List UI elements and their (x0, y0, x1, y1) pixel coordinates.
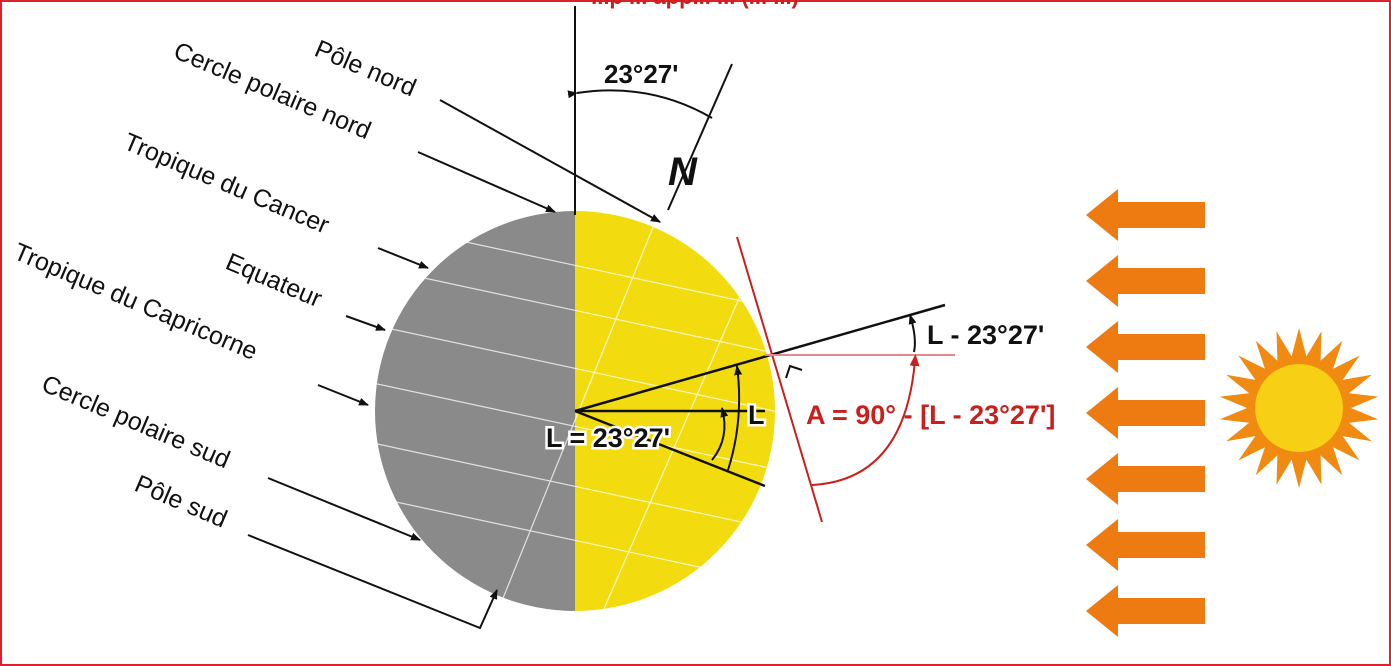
sun-ray-arrow (1086, 255, 1205, 307)
tilt-label: 23°27' (604, 59, 678, 89)
label-equateur: Equateur (222, 248, 326, 313)
latitude-rays (574, 303, 946, 488)
altitude-arc (811, 354, 920, 486)
sun-disc (1255, 364, 1343, 452)
sun-ray-arrow (1086, 189, 1205, 241)
sun-ray-arrow (1086, 321, 1205, 373)
l-minus-tilt-label: L - 23°27' (927, 320, 1044, 350)
sun-ray-arrow (1086, 453, 1205, 505)
label-pole-sud: Pôle sud (131, 470, 232, 534)
right-angle-mark (785, 364, 803, 379)
altitude-formula-label: A = 90° - [L - 23°27'] (806, 400, 1055, 430)
tangent-line (736, 236, 823, 523)
label-tropique-capricorne: Tropique du Capricorne (10, 238, 262, 366)
leader-lines (247, 99, 661, 630)
globe-night-side (375, 211, 575, 611)
tilt-arc (567, 89, 713, 119)
sun-ray-arrow (1086, 387, 1205, 439)
latitude-equal-label: L = 23°27' (546, 423, 670, 453)
sun-ray-arrow (1086, 585, 1205, 637)
label-cercle-polaire-sud: Cercle polaire sud (38, 370, 234, 475)
latitude-equal-label-box: L = 23°27' (544, 421, 673, 456)
sun-ray-arrow (1086, 519, 1205, 571)
sun (1219, 328, 1379, 488)
earth-axis (667, 63, 733, 211)
latitude-arcs (711, 314, 917, 471)
label-tropique-cancer: Tropique du Cancer (120, 128, 333, 240)
latitude-short-label: L (748, 400, 765, 430)
label-pole-nord: Pôle nord (311, 35, 420, 103)
north-label: N (668, 150, 698, 194)
page-title: ...p ... app... ... (... ...) (591, 0, 799, 9)
sun-ray-arrows (1086, 189, 1205, 637)
